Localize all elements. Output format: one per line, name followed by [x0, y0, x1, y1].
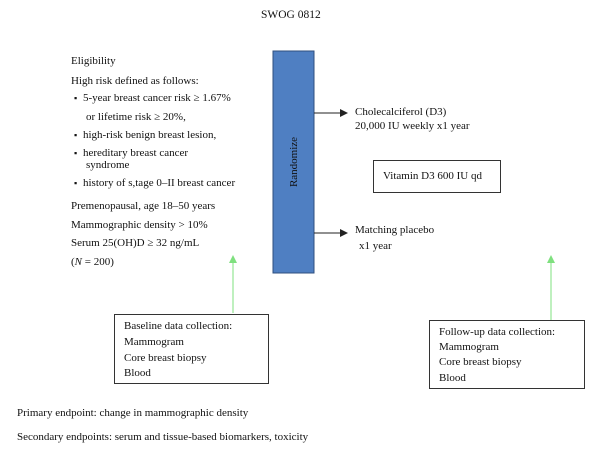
baseline-title: Baseline data collection: [124, 320, 233, 332]
risk-item-hereditary: hereditary breast cancer [74, 147, 188, 160]
trial-title: SWOG 0812 [261, 9, 321, 21]
secondary-endpoint: Secondary endpoints: serum and tissue-ba… [17, 431, 309, 443]
eligibility-title: Eligibility [71, 55, 116, 67]
followup-item: Mammogram [439, 341, 499, 353]
randomize-bar [272, 50, 315, 274]
followup-data-box: Follow-up data collection: Mammogram Cor… [429, 320, 585, 389]
followup-item: Blood [439, 372, 466, 384]
vitamin-d-label: Vitamin D3 600 IU qd [383, 170, 482, 182]
primary-endpoint: Primary endpoint: change in mammographic… [17, 407, 249, 419]
risk-item-lifetime: or lifetime risk ≥ 20%, [86, 111, 186, 123]
baseline-data-box: Baseline data collection: Mammogram Core… [114, 314, 269, 384]
density-criterion: Mammographic density > 10% [71, 219, 208, 231]
baseline-item: Mammogram [124, 336, 184, 348]
serum-criterion: Serum 25(OH)D ≥ 32 ng/mL [71, 237, 200, 249]
risk-item-benign-lesion: high-risk benign breast lesion, [74, 129, 216, 142]
baseline-item: Core breast biopsy [124, 352, 207, 364]
sample-size: (N = 200) [71, 256, 114, 268]
risk-item-history: history of s,tage 0–II breast cancer [74, 177, 235, 190]
followup-title: Follow-up data collection: [439, 326, 556, 338]
placebo-duration: x1 year [359, 240, 392, 252]
followup-item: Core breast biopsy [439, 356, 522, 368]
risk-item-hereditary-cont: syndrome [86, 159, 130, 171]
treatment-arm-dose: 20,000 IU weekly x1 year [355, 120, 470, 132]
premenopausal-criterion: Premenopausal, age 18–50 years [71, 200, 216, 212]
randomize-label: Randomize [288, 137, 300, 187]
high-risk-intro: High risk defined as follows: [71, 75, 199, 87]
risk-item-5yr: 5-year breast cancer risk ≥ 1.67% [74, 92, 231, 105]
placebo-arm: Matching placebo [355, 224, 435, 236]
treatment-arm-drug: Cholecalciferol (D3) [355, 106, 447, 118]
baseline-item: Blood [124, 367, 151, 379]
vitamin-d-box: Vitamin D3 600 IU qd [373, 160, 501, 193]
